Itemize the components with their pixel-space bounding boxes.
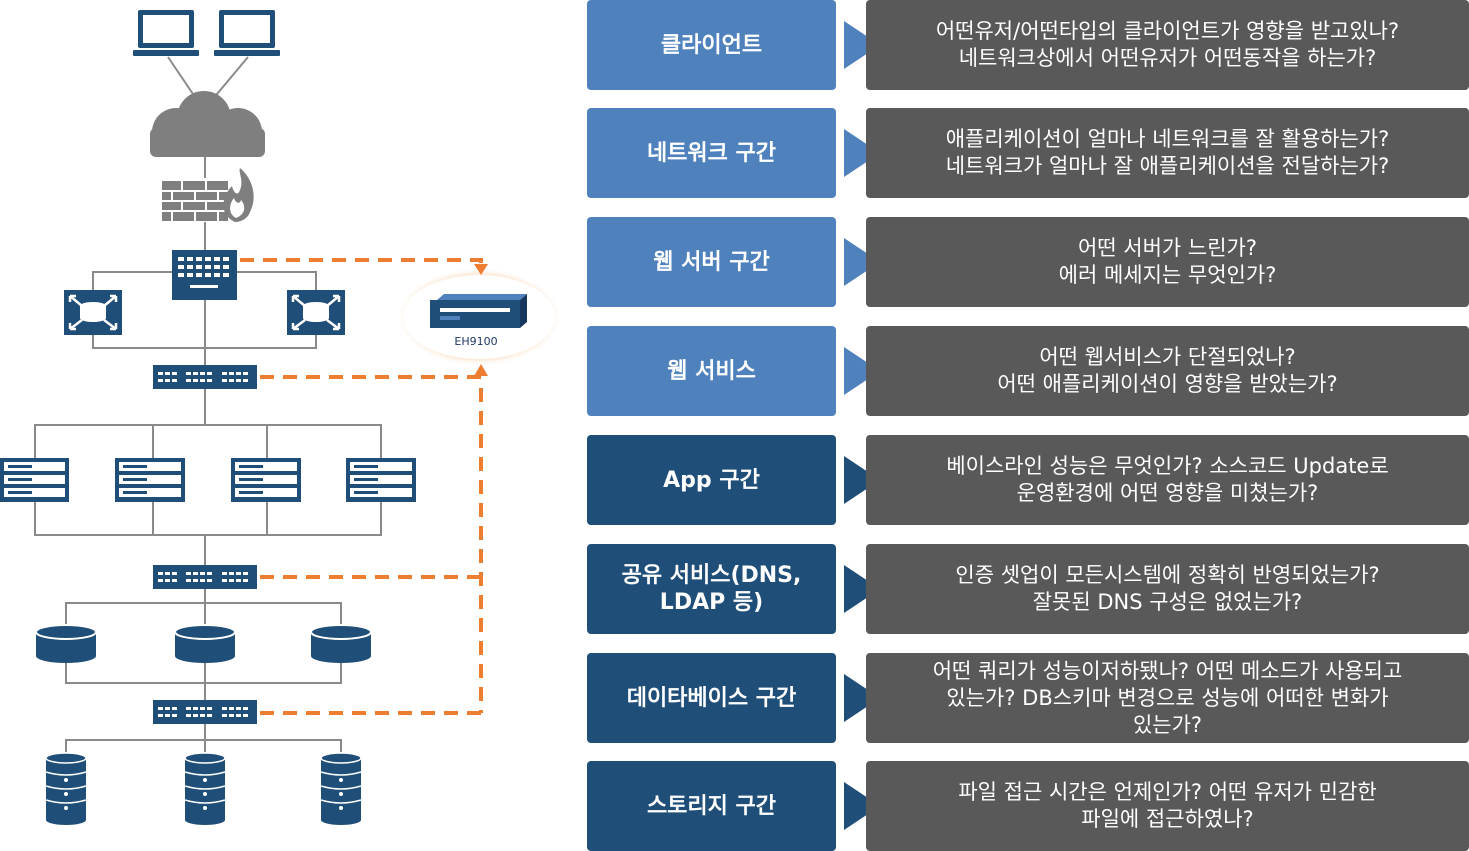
question-box: 베이스라인 성능은 무엇인가? 소스코드 Update로 운영환경에 어떤 영향…	[866, 435, 1469, 525]
row-client: 클라이언트 어떤유저/어떤타입의 클라이언트가 영향을 받고있나? 네트워크상에…	[587, 0, 1469, 90]
device-label: EH9100	[454, 335, 497, 348]
section-label: App 구간	[587, 435, 836, 525]
database-icon	[35, 624, 97, 663]
firewall-icon	[162, 168, 254, 222]
row-network: 네트워크 구간 애플리케이션이 얼마나 네트워크를 잘 활용하는가? 네트워크가…	[587, 108, 1469, 198]
router-icon	[287, 290, 345, 335]
appliance-icon	[430, 294, 527, 328]
arrow-head	[474, 364, 488, 376]
row-storage: 스토리지 구간 파일 접근 시간은 언제인가? 어떤 유저가 민감한 파일에 접…	[587, 761, 1469, 851]
core-switch-icon	[172, 250, 237, 300]
server-icon	[0, 458, 69, 502]
laptop-icon	[133, 10, 199, 56]
question-box: 애플리케이션이 얼마나 네트워크를 잘 활용하는가? 네트워크가 얼마나 잘 애…	[866, 108, 1469, 198]
storage-icon	[320, 752, 362, 825]
question-box: 어떤 웹서비스가 단절되었나? 어떤 애플리케이션이 영향을 받았는가?	[866, 326, 1469, 416]
database-icon	[310, 624, 372, 663]
section-label: 스토리지 구간	[587, 761, 836, 851]
row-shared-services: 공유 서비스(DNS, LDAP 등) 인증 셋업이 모든시스템에 정확히 반영…	[587, 544, 1469, 634]
row-app: App 구간 베이스라인 성능은 무엇인가? 소스코드 Update로 운영환경…	[587, 435, 1469, 525]
question-box: 어떤유저/어떤타입의 클라이언트가 영향을 받고있나? 네트워크상에서 어떤유저…	[866, 0, 1469, 90]
database-icon	[174, 624, 236, 663]
question-box: 인증 셋업이 모든시스템에 정확히 반영되었는가? 잘못된 DNS 구성은 없었…	[866, 544, 1469, 634]
section-label: 클라이언트	[587, 0, 836, 90]
router-icon	[64, 290, 122, 335]
question-box: 어떤 서버가 느린가? 에러 메세지는 무엇인가?	[866, 217, 1469, 307]
question-box: 파일 접근 시간은 언제인가? 어떤 유저가 민감한 파일에 접근하였나?	[866, 761, 1469, 851]
section-label: 웹 서비스	[587, 326, 836, 416]
server-icon	[115, 458, 185, 502]
network-switch-icon	[153, 365, 257, 389]
section-label: 공유 서비스(DNS, LDAP 등)	[587, 544, 836, 634]
row-web-server: 웹 서버 구간 어떤 서버가 느린가? 에러 메세지는 무엇인가?	[587, 217, 1469, 307]
cloud-icon	[150, 91, 265, 157]
laptop-icon	[214, 10, 280, 56]
question-box: 어떤 쿼리가 성능이저하됐나? 어떤 메소드가 사용되고 있는가? DB스키마 …	[866, 653, 1469, 743]
connection-lines	[34, 56, 382, 752]
storage-icon	[45, 752, 87, 825]
network-switch-icon	[153, 565, 257, 589]
section-label: 네트워크 구간	[587, 108, 836, 198]
section-label: 데이타베이스 구간	[587, 653, 836, 743]
network-switch-icon	[153, 700, 257, 724]
arrow-head	[474, 264, 488, 275]
server-icon	[231, 458, 301, 502]
eh9100-appliance: EH9100	[397, 268, 561, 366]
section-label: 웹 서버 구간	[587, 217, 836, 307]
server-icon	[346, 458, 416, 502]
network-topology-diagram: EH9100	[0, 10, 561, 825]
row-database: 데이타베이스 구간 어떤 쿼리가 성능이저하됐나? 어떤 메소드가 사용되고 있…	[587, 653, 1469, 743]
storage-icon	[184, 752, 226, 825]
row-web-service: 웹 서비스 어떤 웹서비스가 단절되었나? 어떤 애플리케이션이 영향을 받았는…	[587, 326, 1469, 416]
